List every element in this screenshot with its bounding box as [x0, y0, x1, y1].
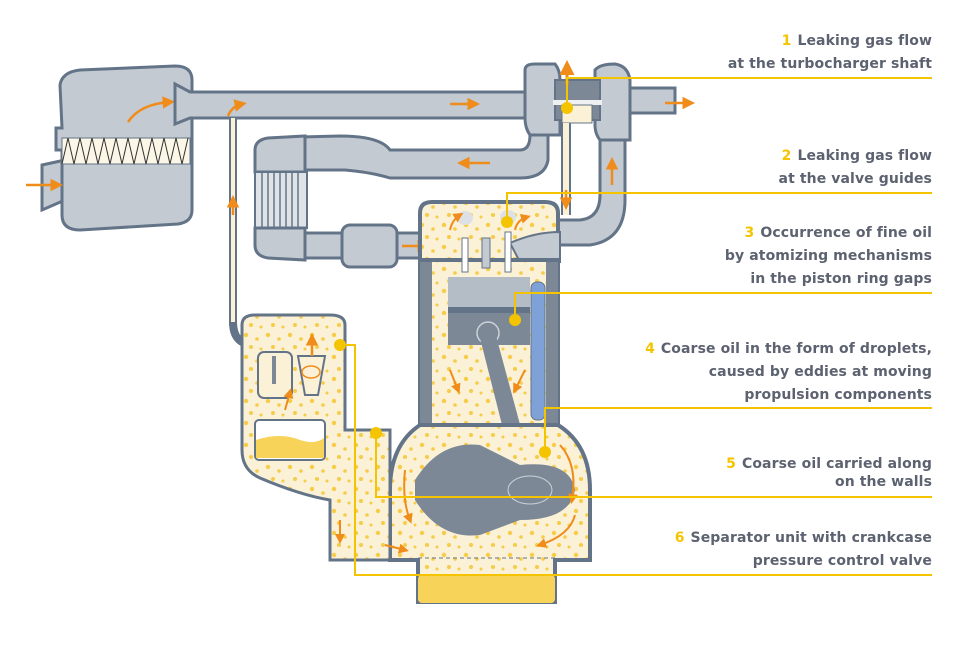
callout-text: at the valve guides	[778, 171, 932, 187]
callout-text: pressure control valve	[752, 553, 932, 569]
callout-text: on the walls	[835, 474, 932, 490]
callout-4: 4 Coarse oil in the form of droplets, cau…	[645, 338, 932, 407]
callout-number: 6	[674, 530, 685, 546]
flow-arrow	[449, 369, 461, 394]
flow-arrow	[514, 213, 531, 231]
marker-5	[370, 427, 382, 439]
leader-line-2	[506, 192, 932, 222]
callout-number: 2	[781, 148, 792, 164]
oil-sump	[418, 575, 555, 603]
leader-line-5	[375, 433, 932, 498]
callout-text: Occurrence of fine oil	[760, 225, 932, 241]
turbocharger	[523, 60, 695, 142]
leader-lines	[340, 77, 932, 576]
leader-line-6	[340, 344, 932, 576]
callout-text: caused by eddies at moving	[708, 364, 932, 380]
callout-number: 4	[645, 341, 655, 357]
flow-arrow	[536, 514, 576, 548]
callout-1: 1 Leaking gas flow at the turbocharger sh…	[728, 30, 932, 76]
callout-text: Separator unit with crankcase	[690, 530, 932, 546]
callout-text: propulsion components	[744, 387, 932, 403]
callout-text: Coarse oil carried along	[741, 456, 932, 472]
callout-number: 5	[726, 456, 736, 472]
flow-arrow	[283, 388, 294, 411]
air-filter	[26, 64, 194, 232]
marker-1	[561, 102, 573, 114]
spark-plug	[481, 237, 491, 269]
marker-2	[501, 216, 513, 228]
flow-arrow	[559, 444, 578, 504]
callout-text: at the turbocharger shaft	[727, 56, 932, 72]
leader-line-1	[566, 77, 932, 108]
marker-6	[334, 339, 346, 351]
leader-line-4	[544, 407, 932, 452]
callout-text: Leaking gas flow	[797, 148, 932, 164]
callout-number: 1	[781, 33, 792, 49]
callout-number: 3	[744, 225, 755, 241]
coolant-jacket	[530, 281, 546, 421]
flow-arrow	[384, 543, 409, 554]
valve	[504, 231, 512, 273]
flow-arrow	[513, 369, 526, 394]
crankcase	[388, 423, 592, 604]
callout-2: 2 Leaking gas flow at the valve guides	[779, 145, 932, 191]
crankshaft	[415, 444, 575, 536]
callout-3: 3 Occurrence of fine oil by atomizing mec…	[725, 222, 932, 291]
leader-line-3	[514, 292, 932, 320]
callout-text: Leaking gas flow	[797, 33, 932, 49]
callout-text: by atomizing mechanisms	[724, 248, 932, 264]
callout-markers	[334, 102, 573, 458]
oil-separator	[240, 313, 409, 562]
intercooler-inlet-pipe	[298, 133, 550, 180]
callout-text: in the piston ring gaps	[750, 271, 932, 287]
flow-arrow	[126, 96, 175, 123]
marker-4	[539, 446, 551, 458]
intercooler	[253, 134, 308, 262]
flow-arrow	[449, 212, 464, 231]
marker-3	[509, 314, 521, 326]
throttle-body	[340, 223, 399, 269]
callout-5: 5 Coarse oil carried along on the walls	[726, 455, 932, 491]
charge-pipe-right	[538, 138, 627, 247]
callout-text: Coarse oil in the form of droplets,	[660, 341, 932, 357]
flow-arrow	[226, 99, 247, 117]
valve	[461, 237, 469, 273]
callout-6: 6 Separator unit with crankcase pressure …	[675, 527, 932, 573]
cyclone	[296, 355, 327, 396]
